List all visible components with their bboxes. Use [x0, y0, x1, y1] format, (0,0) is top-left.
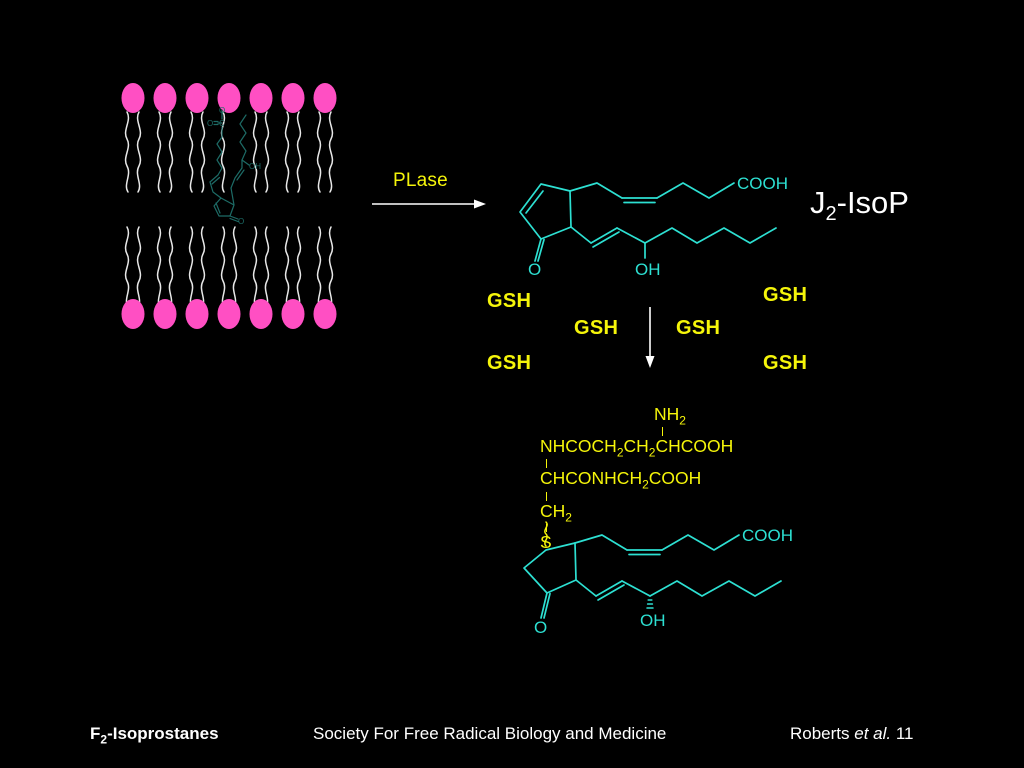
glutathione-line-cysteine: CHCONHCH2COOH [540, 468, 702, 492]
footer-left-sub: 2 [100, 732, 108, 747]
gsh-label-left-upper: GSH [487, 290, 532, 312]
glutathione-line-nh2: NH2 [654, 404, 686, 428]
top-ketone-label: O [528, 260, 541, 279]
bottom-ketone-label: O [534, 618, 547, 637]
membrane-top-tails [124, 111, 334, 193]
j2-isop-subscript: 2 [825, 203, 837, 226]
j2-isoprostane-structure: COOH O OH [519, 174, 788, 279]
bond-nh2 [662, 426, 663, 436]
gsh-label-right-lower: GSH [763, 352, 808, 374]
gsh-label-left-lower: GSH [487, 352, 532, 374]
gsh-label-right-upper: GSH [763, 284, 808, 306]
wavy-sulfur-bond [544, 521, 548, 547]
membrane-bottom-tails [124, 226, 334, 308]
plase-enzyme-label: PLase [393, 170, 448, 191]
j2-isop-main: J [810, 185, 826, 220]
embedded-ester-oxygen-label: O [219, 106, 225, 115]
glutathione-formula-block: NH2 NHCOCH2CH2CHCOOH CHCONHCH2COOH CH2 S [540, 404, 734, 552]
j2-isop-title-label: J2-IsoP [810, 185, 909, 226]
top-carboxyl-label: COOH [737, 174, 788, 193]
membrane-top-heads [121, 83, 337, 113]
embedded-ester-c-label: C [219, 119, 225, 128]
footer-center-label: Society For Free Radical Biology and Med… [313, 724, 667, 743]
slide-footer: F2-Isoprostanes Society For Free Radical… [0, 724, 1024, 756]
phospholipid-bilayer: O O C OH O [121, 83, 337, 329]
footer-author: Roberts [790, 724, 855, 743]
bottom-carboxyl-label: COOH [742, 526, 793, 545]
glutathione-line-ch2: CH2 [540, 500, 572, 524]
footer-left-tail: -Isoprostanes [107, 724, 219, 743]
bond-ch [546, 491, 547, 501]
footer-left-label: F2-Isoprostanes [90, 724, 219, 746]
top-hydroxyl-label: OH [635, 260, 661, 279]
footer-right-label: Roberts et al. 11 [790, 724, 913, 744]
glutathione-line-backbone: NHCOCH2CH2CHCOOH [540, 435, 734, 459]
gsh-label-center-left: GSH [574, 317, 619, 339]
gsh-label-center-right: GSH [676, 317, 721, 339]
plase-reaction-arrow [372, 199, 486, 209]
glutathione-adduct-structure: COOH O OH [523, 521, 793, 637]
embedded-ketone-label: O [238, 217, 244, 226]
bottom-hydroxyl-label: OH [640, 611, 666, 630]
footer-page-number: 11 [891, 724, 914, 743]
hashed-wedge-oh [646, 599, 654, 609]
j2-isop-tail: -IsoP [836, 185, 909, 220]
embedded-ester-o-label: O [207, 119, 213, 128]
embedded-isoprostane-molecule [209, 109, 250, 223]
footer-etal: et al. [854, 724, 892, 743]
embedded-hydroxyl-label: OH [249, 162, 261, 171]
footer-left-main: F [90, 724, 101, 743]
membrane-bottom-heads [121, 299, 337, 329]
conjugation-down-arrow [645, 307, 655, 368]
bond-nh [546, 459, 547, 468]
